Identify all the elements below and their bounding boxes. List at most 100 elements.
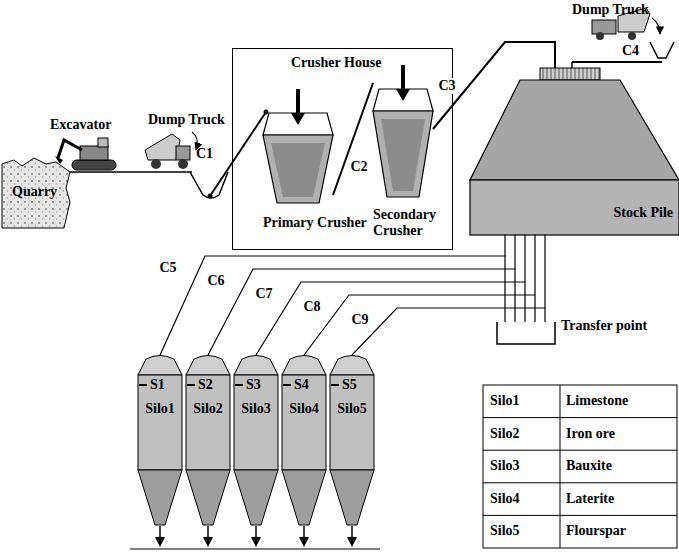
- ground-line: [60, 171, 192, 173]
- sensor-mark: [139, 384, 147, 386]
- outlet-arrow: [159, 526, 161, 546]
- sensor-mark: [331, 384, 339, 386]
- silo-hopper: [138, 470, 182, 525]
- crusher-feed-box: [263, 113, 333, 135]
- feed-line: [544, 235, 545, 308]
- feed-arrow-head: [291, 113, 305, 125]
- conveyor-line: [160, 256, 505, 355]
- conveyor-line: [256, 282, 525, 355]
- conveyor-label: C5: [157, 260, 178, 276]
- sensor-mark: [283, 384, 291, 386]
- transfer-chute: [497, 322, 555, 344]
- table-rule: [560, 385, 561, 548]
- sensor-mark: [187, 384, 195, 386]
- table-rule: [483, 450, 677, 451]
- truck-wheel: [596, 32, 604, 40]
- silo-roof: [282, 356, 326, 376]
- node-label: Quarry: [12, 184, 57, 200]
- sensor-mark: [235, 384, 243, 386]
- crusher-chamber: [271, 143, 325, 197]
- part-label: Excavator: [50, 117, 111, 133]
- feed-line: [524, 235, 525, 282]
- truck-bed: [145, 134, 180, 160]
- conveyor-pulley: [208, 194, 213, 199]
- truck-wheel: [628, 32, 636, 40]
- table-cell: Silo5: [490, 523, 520, 539]
- outlet-arrow: [303, 526, 305, 546]
- part-label: Dump Truck: [148, 112, 225, 128]
- part-label: Dump Truck: [572, 2, 649, 18]
- crusher-outline: [373, 79, 433, 197]
- silo: S5Silo5: [330, 355, 374, 525]
- crusher-body: [373, 111, 433, 197]
- transfer-outline: [497, 322, 555, 344]
- feed-arrow-head: [396, 89, 410, 101]
- sensor-label: S3: [246, 377, 261, 393]
- conveyor-label: C6: [205, 273, 226, 289]
- outlet-arrow: [351, 526, 353, 546]
- node-label: Secondary Crusher: [373, 207, 449, 239]
- excavator-cab: [98, 138, 108, 147]
- hopper: [650, 42, 674, 58]
- table-cell: Silo3: [490, 458, 520, 474]
- node-label: Crusher House: [291, 55, 381, 71]
- node-label: Primary Crusher: [263, 215, 367, 231]
- silo-roof: [234, 356, 278, 376]
- excavator-arm: [58, 140, 82, 158]
- sensor-label: S2: [198, 377, 213, 393]
- excavator-body: [80, 146, 108, 160]
- node-label: Silo1: [145, 401, 175, 417]
- chute: [571, 62, 573, 68]
- table-cell: Silo2: [490, 426, 520, 442]
- silo: S3Silo3: [234, 355, 278, 525]
- silo-hopper: [186, 470, 230, 525]
- feed-arrow-shaft: [296, 89, 300, 115]
- table-cell: Laterite: [566, 491, 614, 507]
- conveyor-label: C8: [301, 299, 322, 315]
- node-label: Silo5: [337, 401, 367, 417]
- crusher-body: [263, 135, 333, 203]
- table-cell: Limestone: [566, 393, 628, 409]
- conveyor-label: C4: [622, 43, 639, 59]
- outlet-line: [130, 549, 380, 550]
- outlet-arrow: [255, 526, 257, 546]
- silo-roof: [186, 356, 230, 376]
- excavator-track: [72, 160, 116, 170]
- crusher-house: Crusher HousePrimary CrusherSecondary Cr…: [232, 48, 453, 250]
- pile-roof: [470, 80, 679, 180]
- stock-pile: Stock Pile: [470, 68, 679, 235]
- node-label: Stock Pile: [614, 205, 674, 221]
- truck-cab: [176, 146, 190, 160]
- conveyor-line: [352, 308, 545, 355]
- silo-body: [138, 375, 182, 470]
- silo-body: [282, 375, 326, 470]
- feed-arrow-shaft: [401, 65, 405, 91]
- sensor-label: S1: [150, 377, 165, 393]
- conveyor-label: C7: [253, 286, 274, 302]
- table-rule: [483, 417, 677, 418]
- crusher-feed-box: [373, 89, 433, 111]
- outlet-arrow: [207, 526, 209, 546]
- conveyor-line: [333, 83, 373, 195]
- quarry-rock: [2, 158, 70, 228]
- primary-crusher: Primary Crusher: [263, 103, 333, 203]
- node-label: Silo2: [193, 401, 223, 417]
- node-label: Silo3: [241, 401, 271, 417]
- table-cell: Bauxite: [566, 458, 612, 474]
- conveyor-label: C9: [349, 312, 370, 328]
- table-rule: [483, 482, 677, 483]
- table-cell: Silo1: [490, 393, 520, 409]
- secondary-crusher: Secondary Crusher: [373, 79, 433, 197]
- silo-hopper: [330, 470, 374, 525]
- feed-line: [534, 235, 535, 295]
- dump-arrow: [652, 18, 660, 34]
- silo-hopper: [282, 470, 326, 525]
- truck-wheel: [178, 159, 188, 169]
- conveyor-line: [304, 295, 535, 355]
- silo-body: [186, 375, 230, 470]
- crusher-outline: [263, 103, 333, 203]
- quarry-shape: Quarry: [2, 158, 70, 228]
- conveyor-label: C1: [196, 146, 213, 162]
- node-label: Transfer point: [561, 318, 647, 334]
